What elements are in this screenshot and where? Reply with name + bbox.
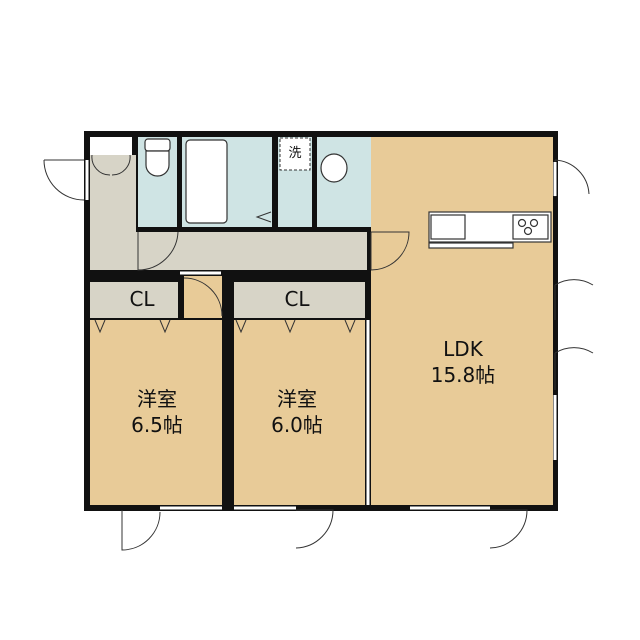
bedroom-2 xyxy=(234,320,365,505)
entrance-closet-door xyxy=(91,154,131,176)
entrance-door-icon xyxy=(43,159,85,201)
hall-door xyxy=(137,231,179,271)
niche-door xyxy=(183,277,223,317)
bedroom-1-door xyxy=(121,510,161,551)
ldk-bottom-door xyxy=(489,509,528,549)
hallway xyxy=(90,232,367,270)
closet-right-doors xyxy=(235,319,356,334)
kitchen-sink-icon xyxy=(430,214,466,240)
washer-label: 洗 xyxy=(288,146,302,161)
sink-icon xyxy=(320,153,348,183)
bedroom-2-size: 6.0帖 xyxy=(271,413,323,437)
closet-left xyxy=(90,282,178,318)
bedroom-2-name: 洋室 xyxy=(277,387,317,411)
bedroom-1-size: 6.5帖 xyxy=(131,413,183,437)
bedroom-1-name: 洋室 xyxy=(137,387,177,411)
ldk-door xyxy=(370,231,410,271)
windows xyxy=(85,160,557,510)
toilet-bowl-icon xyxy=(145,150,170,177)
ldk-room xyxy=(371,137,553,505)
ldk-label: LDK 15.8帖 xyxy=(431,336,496,388)
stove-icon xyxy=(512,214,549,240)
closet-left-label: CL xyxy=(129,287,155,311)
bedroom-2-label: 洋室 6.0帖 xyxy=(271,386,323,438)
bedroom-1 xyxy=(90,320,222,505)
closet-right xyxy=(234,282,365,318)
ldk-size: 15.8帖 xyxy=(430,363,496,387)
ldk-window-door-3 xyxy=(554,347,594,390)
ldk-name: LDK xyxy=(443,337,483,361)
bedroom-2-door xyxy=(295,509,334,549)
shoe-storage xyxy=(90,137,132,155)
bath-fold-door xyxy=(255,211,272,223)
toilet-tank-icon xyxy=(144,138,171,152)
ldk-window-door-1 xyxy=(554,159,590,197)
ldk-window-door-2 xyxy=(554,279,594,320)
bedroom-1-label: 洋室 6.5帖 xyxy=(131,386,183,438)
closet-right-label: CL xyxy=(284,287,310,311)
closet-left-doors xyxy=(94,319,171,334)
bathtub-icon xyxy=(185,139,228,224)
washer-space xyxy=(279,137,311,171)
